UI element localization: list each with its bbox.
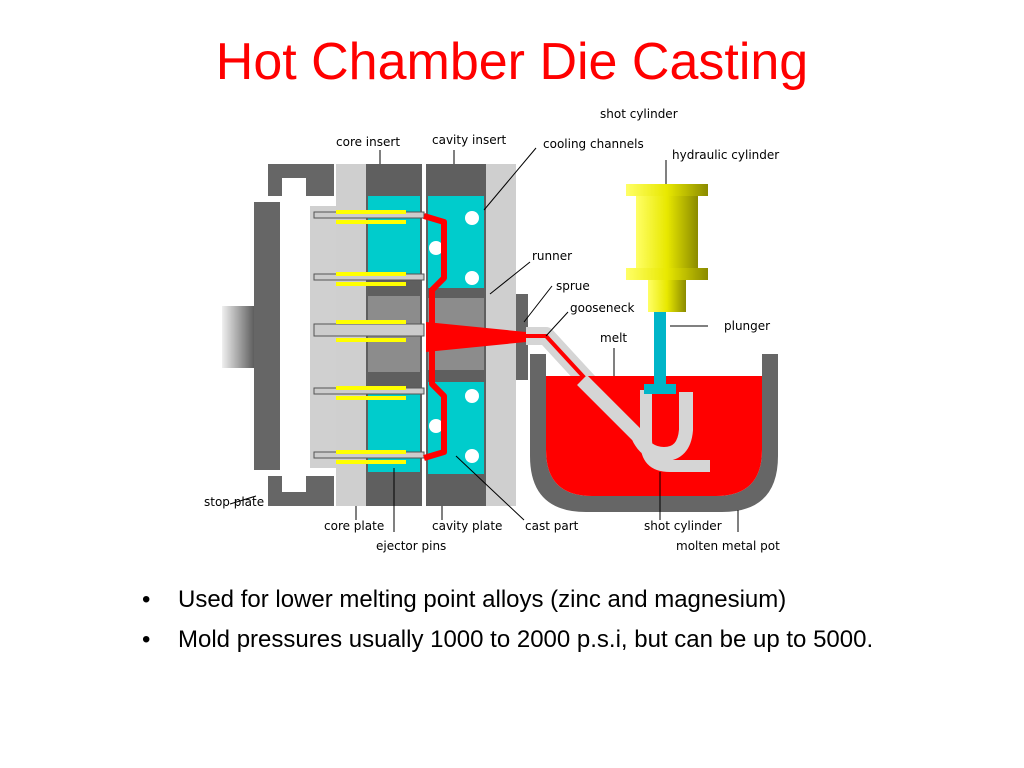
- label-cavity-plate: cavity plate: [432, 519, 502, 533]
- label-molten-metal-pot: molten metal pot: [676, 539, 780, 553]
- label-cast-part: cast part: [525, 519, 579, 533]
- bullet-marker: •: [142, 586, 151, 613]
- top-bracket: [268, 164, 334, 196]
- label-shot-cylinder-top: shot cylinder: [600, 107, 678, 121]
- hydraulic-ram: [222, 306, 256, 368]
- bullet-list: • Used for lower melting point alloys (z…: [138, 584, 968, 664]
- bullet-marker: •: [142, 626, 151, 653]
- core-insert-cyan-bottom: [368, 388, 420, 472]
- shot-cylinder-bottom: [640, 390, 710, 472]
- bullet-text: Used for lower melting point alloys (zin…: [178, 586, 787, 613]
- label-runner: runner: [532, 249, 572, 263]
- label-sprue: sprue: [556, 279, 590, 293]
- leader-lines: [229, 147, 739, 532]
- core-insert-cyan-top: [368, 196, 420, 280]
- label-ejector-pins: ejector pins: [376, 539, 446, 553]
- bullet-text: Mold pressures usually 1000 to 2000 p.s.…: [178, 626, 874, 653]
- hydraulic-cylinder: [626, 184, 708, 312]
- label-shot-cylinder-bottom: shot cylinder: [644, 519, 722, 533]
- label-cavity-insert: cavity insert: [432, 133, 507, 147]
- label-plunger: plunger: [724, 319, 770, 333]
- ejector-pins: [313, 211, 425, 459]
- ejector-plate: [310, 206, 336, 468]
- label-cooling-channels: cooling channels: [543, 137, 644, 151]
- bottom-bracket: [268, 476, 334, 506]
- label-hydraulic-cylinder: hydraulic cylinder: [672, 148, 779, 162]
- plunger-head: [644, 384, 676, 394]
- ejector-pin-collars: [336, 210, 406, 464]
- label-core-plate: core plate: [324, 519, 384, 533]
- cooling-channels: [429, 211, 479, 463]
- molten-metal-pot: [530, 354, 778, 512]
- bullet-item: • Used for lower melting point alloys (z…: [138, 584, 968, 616]
- bullet-item: • Mold pressures usually 1000 to 2000 p.…: [138, 624, 968, 656]
- label-stop-plate: stop plate: [204, 495, 264, 509]
- stop-plate: [254, 202, 280, 470]
- sprue: [426, 322, 526, 352]
- slide-title: Hot Chamber Die Casting: [215, 33, 809, 91]
- label-core-insert: core insert: [336, 135, 400, 149]
- plunger-rod: [654, 310, 666, 388]
- label-gooseneck: gooseneck: [570, 301, 635, 315]
- hot-chamber-die-casting-diagram: shot cylinder core insert cavity insert …: [204, 107, 780, 553]
- label-melt: melt: [600, 331, 627, 345]
